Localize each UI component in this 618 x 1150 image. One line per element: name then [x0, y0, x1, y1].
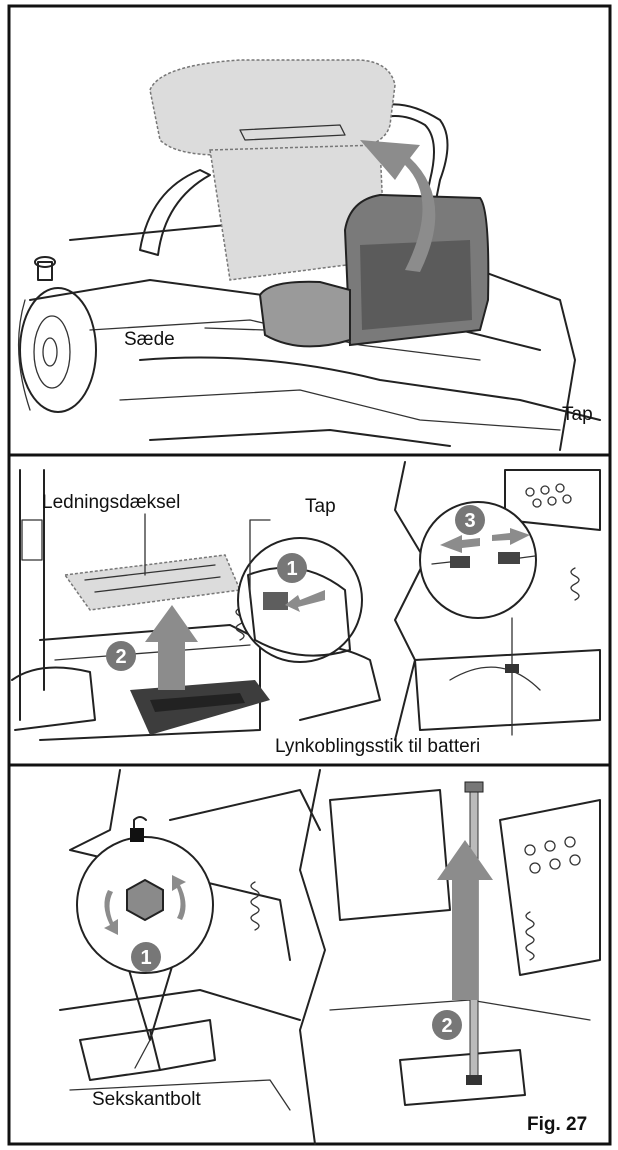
zoom-circle-tab: 1 — [237, 537, 363, 663]
tab-label-top: Tap — [562, 404, 593, 425]
zoom-circle-bolt: 1 — [76, 816, 214, 1041]
step-1-number: 1 — [286, 558, 297, 580]
seat-label: Sæde — [124, 329, 175, 350]
lift-arrow — [145, 605, 198, 690]
step-2-badge — [106, 641, 136, 671]
rotate-up-arrow — [360, 140, 436, 272]
step-2-number-bottom: 2 — [441, 1015, 452, 1037]
remove-bolt-arrow — [437, 840, 493, 1000]
split-line-middle — [394, 461, 426, 741]
panel-seat-raise: Sæde Tap — [11, 8, 608, 454]
panel-bolt-removal: 1 Sekskantbolt 2 Fig. 27 — [59, 769, 601, 1145]
bolt-leader — [134, 1039, 151, 1069]
seat-leader — [204, 327, 266, 331]
left-handrail — [139, 169, 211, 256]
wire-cover-label: Ledningsdæksel — [42, 492, 180, 513]
panel-wire-cover: 2 1 Ledningsdæksel Tap — [11, 461, 601, 757]
step-2-badge-bottom — [432, 1010, 462, 1040]
wire-cover-ghost — [63, 554, 242, 611]
tab-label-middle: Tap — [305, 496, 336, 517]
figure-label: Fig. 27 — [527, 1114, 587, 1135]
spring-bottom-left — [250, 881, 260, 931]
connector-label: Lynkoblingsstik til batteri — [275, 736, 480, 757]
front-wheel — [17, 287, 97, 413]
split-line-bottom — [299, 769, 326, 1145]
zoom-circle-connector: 3 — [419, 501, 537, 619]
step-1-number-bottom: 1 — [140, 947, 151, 969]
bracket-right — [399, 1049, 526, 1106]
step-3-number: 3 — [464, 510, 475, 532]
bolt-label: Sekskantbolt — [92, 1089, 202, 1110]
raised-seat-ghost — [149, 59, 396, 281]
step-2-number: 2 — [115, 646, 126, 668]
unlock-icon — [130, 828, 144, 842]
seat — [258, 193, 490, 348]
